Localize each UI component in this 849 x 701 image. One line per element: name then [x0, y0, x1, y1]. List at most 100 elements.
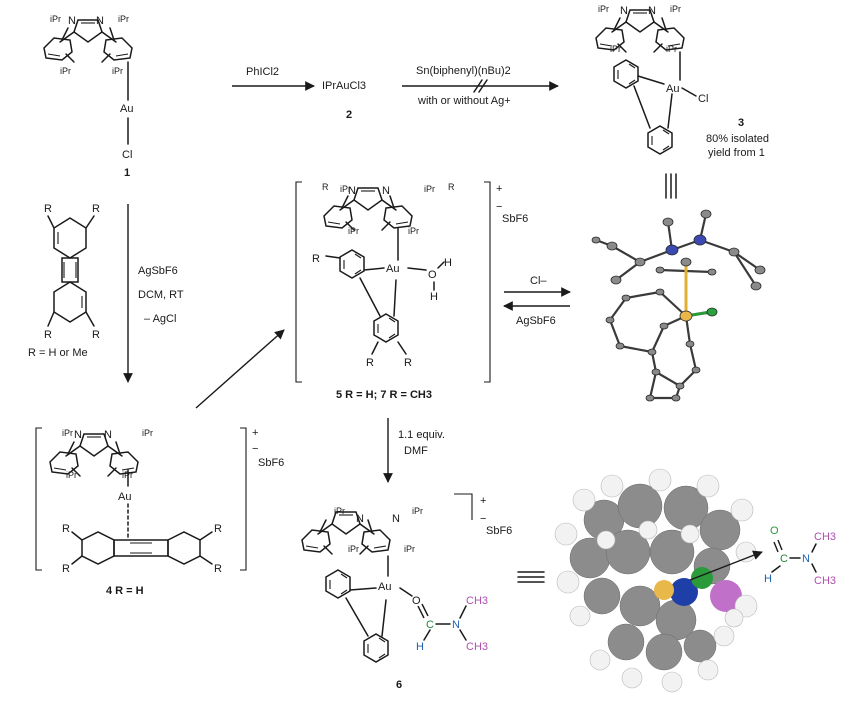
counter-anion: SbF6: [486, 525, 512, 537]
reagent-phicl2: PhICl2: [246, 66, 279, 78]
ipr-label: iPr: [340, 184, 351, 194]
reagent-dmf: DMF: [404, 445, 428, 457]
yield-line-2: yield from 1: [708, 147, 765, 159]
ipr-label: iPr: [334, 506, 345, 516]
ipr-label: iPr: [412, 506, 423, 516]
r-group: R: [62, 563, 70, 575]
r-definition: R = H or Me: [28, 347, 88, 359]
ipr-label: iPr: [348, 226, 359, 236]
methyl-label: CH3: [814, 531, 836, 543]
au-label: Au: [378, 581, 391, 593]
counter-anion: SbF6: [258, 457, 284, 469]
r-group: R: [214, 523, 222, 535]
r-group: R: [404, 357, 412, 369]
charge-minus: −: [480, 513, 486, 525]
crystal-structure-image: [591, 209, 766, 402]
space-filling-model-image: O C N H CH3 CH3: [552, 468, 836, 693]
ipr-label: iPr: [62, 428, 73, 438]
reagent-equiv: 1.1 equiv.: [398, 429, 445, 441]
r-group: R: [44, 203, 52, 215]
r-group: R: [322, 182, 329, 192]
compound-4: + − SbF6 N N iPr iPr iPr iPr Au R R R R …: [35, 427, 284, 597]
reagent-minus-agcl: – AgCl: [144, 313, 176, 325]
n-label: N: [356, 513, 364, 525]
n-label: N: [620, 5, 628, 17]
reagent-chloride: Cl–: [530, 275, 547, 287]
r-group: R: [92, 203, 100, 215]
r-group: R: [44, 329, 52, 341]
ipr-label: iPr: [348, 544, 359, 554]
reagent-agsbf6: AgSbF6: [138, 265, 178, 277]
compound-2-formula: IPrAuCl3: [322, 80, 366, 92]
au-label: Au: [386, 263, 399, 275]
ipr-label: iPr: [118, 14, 129, 24]
ipr-label: iPr: [408, 226, 419, 236]
h-label: H: [430, 291, 438, 303]
r-group: R: [366, 357, 374, 369]
n-label: N: [96, 15, 104, 27]
compound-5-7: + − SbF6 N N R iPr iPr R iPr iPr Au O H …: [295, 181, 528, 401]
h-label: H: [416, 641, 424, 653]
n-label: N: [382, 185, 390, 197]
compound-2: IPrAuCl3 2: [322, 80, 366, 121]
equivalence-triple-bar-1: [665, 173, 677, 199]
counter-anion: SbF6: [502, 213, 528, 225]
compound-1: N N iPr iPr iPr iPr Au Cl 1: [43, 14, 133, 179]
compound-label-1: 1: [124, 167, 130, 179]
charge-minus: −: [252, 443, 258, 455]
charge-plus: +: [252, 427, 258, 439]
ipr-label: iPr: [142, 428, 153, 438]
r-group: R: [92, 329, 100, 341]
r-group: R: [62, 523, 70, 535]
au-label: Au: [118, 491, 131, 503]
ipr-label: iPr: [50, 14, 61, 24]
compound-label-3: 3: [738, 117, 744, 129]
au-label: Au: [666, 83, 679, 95]
methyl-label: CH3: [814, 575, 836, 587]
ipr-label: iPr: [666, 44, 677, 54]
n-label: N: [452, 619, 460, 631]
o-label: O: [428, 269, 437, 281]
n-label: N: [392, 513, 400, 525]
n-label: N: [68, 15, 76, 27]
ipr-label: iPr: [60, 66, 71, 76]
reagent-sn-biphenyl: Sn(biphenyl)(nBu)2: [416, 65, 511, 77]
n-label: N: [648, 5, 656, 17]
au-label: Au: [120, 103, 133, 115]
charge-minus: −: [496, 201, 502, 213]
n-label: N: [348, 185, 356, 197]
ipr-label: iPr: [670, 4, 681, 14]
n-label: N: [802, 553, 810, 565]
reagent-dcm-rt: DCM, RT: [138, 289, 184, 301]
charge-plus: +: [480, 495, 486, 507]
h-label: H: [444, 257, 452, 269]
step-3-arrow: AgSbF6 DCM, RT – AgCl: [123, 204, 184, 383]
reagent-agsbf6-reverse: AgSbF6: [516, 315, 556, 327]
charge-plus: +: [496, 183, 502, 195]
o-label: O: [770, 525, 779, 537]
step-2-arrow: Sn(biphenyl)(nBu)2 with or without Ag+: [402, 65, 559, 107]
compound-3: N N iPr iPr iPr iPr Au Cl 3 80% isolated…: [595, 4, 769, 159]
r-group: R: [214, 563, 222, 575]
compound-6: + − SbF6 N N iPr iPr iPr iPr Au O C N H …: [301, 493, 512, 691]
ipr-label: iPr: [66, 470, 77, 480]
step-1-arrow: PhICl2: [232, 66, 315, 91]
c-label: C: [780, 553, 788, 565]
ipr-label: iPr: [598, 4, 609, 14]
n-label: N: [104, 429, 112, 441]
r-group: R: [312, 253, 320, 265]
yield-line-1: 80% isolated: [706, 133, 769, 145]
step-5-equilibrium-arrows: Cl– AgSbF6: [503, 275, 571, 327]
h-label: H: [764, 573, 772, 585]
o-label: O: [412, 595, 421, 607]
reagent-with-without-ag: with or without Ag+: [417, 95, 511, 107]
methyl-label: CH3: [466, 641, 488, 653]
ipr-label: iPr: [404, 544, 415, 554]
ipr-label: iPr: [424, 184, 435, 194]
step-4-diagonal-arrow: [195, 329, 285, 409]
compound-label-2: 2: [346, 109, 352, 121]
ipr-label: iPr: [112, 66, 123, 76]
compound-label-6: 6: [396, 679, 402, 691]
equivalence-triple-bar-2: [517, 571, 545, 583]
